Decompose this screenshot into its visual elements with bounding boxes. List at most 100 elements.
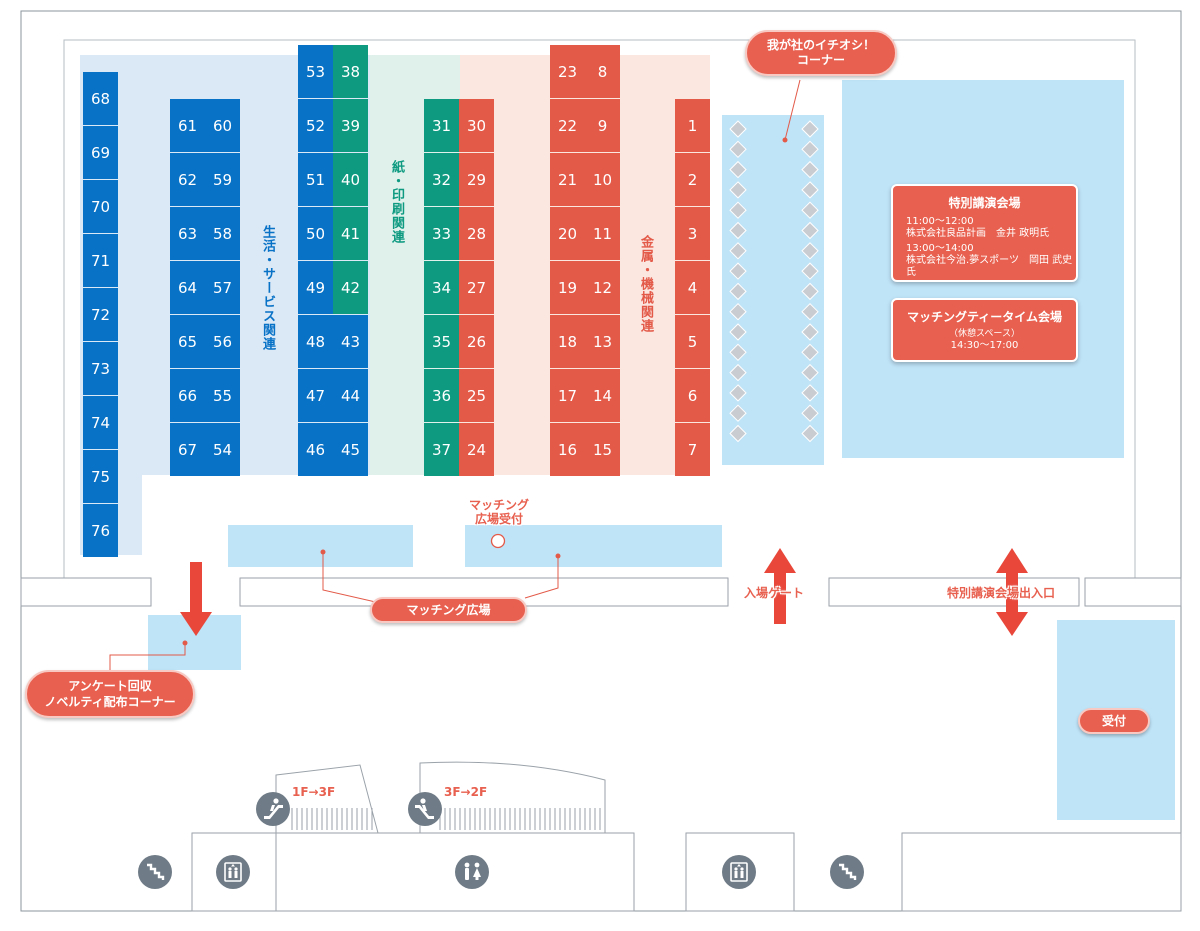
booth-57[interactable]: 57 (205, 261, 240, 314)
booth-50[interactable]: 50 (298, 207, 333, 260)
booth-67[interactable]: 67 (170, 423, 205, 476)
booth-4[interactable]: 4 (675, 261, 710, 314)
booth-48[interactable]: 48 (298, 315, 333, 368)
booth-19[interactable]: 19 (550, 261, 585, 314)
booth-35[interactable]: 35 (424, 315, 459, 368)
lecture-slot2-speaker: 株式会社今治.夢スポーツ 岡田 武史氏 (906, 255, 1073, 278)
matching-reception-label: マッチング 広場受付 (468, 498, 529, 526)
diamond-marker (801, 120, 819, 138)
booth-58[interactable]: 58 (205, 207, 240, 260)
diamond-marker (801, 201, 819, 219)
booth-65[interactable]: 65 (170, 315, 205, 368)
booth-14[interactable]: 14 (585, 369, 620, 422)
booth-46[interactable]: 46 (298, 423, 333, 476)
booth-72[interactable]: 72 (83, 288, 118, 341)
booth-34[interactable]: 34 (424, 261, 459, 314)
booth-7[interactable]: 7 (675, 423, 710, 476)
diamond-marker (801, 282, 819, 301)
booth-63[interactable]: 63 (170, 207, 205, 260)
escalator-left-label: 1F→3F (292, 785, 336, 799)
booth-47[interactable]: 47 (298, 369, 333, 422)
lecture-door-label: 特別講演会場出入口 (947, 586, 1056, 600)
booth-25[interactable]: 25 (459, 369, 494, 422)
booth-36[interactable]: 36 (424, 369, 459, 422)
booth-55[interactable]: 55 (205, 369, 240, 422)
recommend-corner-callout: 我が社のイチオシ！ コーナー (745, 30, 897, 76)
booth-42[interactable]: 42 (333, 261, 368, 314)
booth-66[interactable]: 66 (170, 369, 205, 422)
booth-64[interactable]: 64 (170, 261, 205, 314)
booth-8[interactable]: 8 (585, 45, 620, 98)
booth-12[interactable]: 12 (585, 261, 620, 314)
booth-56[interactable]: 56 (205, 315, 240, 368)
booth-2[interactable]: 2 (675, 153, 710, 206)
booth-30[interactable]: 30 (459, 99, 494, 152)
metal-machine-label: 金属・機械関連 (638, 235, 653, 333)
life-service-label: 生活・サービス関連 (260, 225, 275, 351)
booth-69[interactable]: 69 (83, 126, 118, 179)
booth-37[interactable]: 37 (424, 423, 459, 476)
diamond-marker (729, 363, 747, 382)
booth-60[interactable]: 60 (205, 99, 240, 152)
entrance-gate-label: 入場ゲート (744, 586, 805, 600)
booth-51[interactable]: 51 (298, 153, 333, 206)
booth-20[interactable]: 20 (550, 207, 585, 260)
booth-44[interactable]: 44 (333, 369, 368, 422)
booth-70[interactable]: 70 (83, 180, 118, 233)
booth-31[interactable]: 31 (424, 99, 459, 152)
booth-41[interactable]: 41 (333, 207, 368, 260)
booth-26[interactable]: 26 (459, 315, 494, 368)
booth-17[interactable]: 17 (550, 369, 585, 422)
booth-54[interactable]: 54 (205, 423, 240, 476)
booth-24[interactable]: 24 (459, 423, 494, 476)
booth-11[interactable]: 11 (585, 207, 620, 260)
booth-9[interactable]: 9 (585, 99, 620, 152)
booth-29[interactable]: 29 (459, 153, 494, 206)
diamond-marker (801, 262, 819, 280)
booth-76[interactable]: 76 (83, 504, 118, 557)
booth-49[interactable]: 49 (298, 261, 333, 314)
booth-71[interactable]: 71 (83, 234, 118, 287)
booth-23[interactable]: 23 (550, 45, 585, 98)
booth-52[interactable]: 52 (298, 99, 333, 152)
booth-5[interactable]: 5 (675, 315, 710, 368)
booth-53[interactable]: 53 (298, 45, 333, 98)
booth-3[interactable]: 3 (675, 207, 710, 260)
diamond-marker (801, 424, 819, 443)
booth-68[interactable]: 68 (83, 72, 118, 125)
booth-13[interactable]: 13 (585, 315, 620, 368)
lecture-slot1-time: 11:00〜12:00 (906, 216, 974, 227)
booth-43[interactable]: 43 (333, 315, 368, 368)
diamond-marker (729, 323, 747, 341)
booth-32[interactable]: 32 (424, 153, 459, 206)
booth-22[interactable]: 22 (550, 99, 585, 152)
booth-45[interactable]: 45 (333, 423, 368, 476)
booth-39[interactable]: 39 (333, 99, 368, 152)
paper-print-label: 紙・印刷関連 (389, 160, 404, 244)
matching-plaza-area-right (465, 525, 722, 567)
booth-74[interactable]: 74 (83, 396, 118, 449)
restroom-icon (455, 855, 489, 889)
booth-18[interactable]: 18 (550, 315, 585, 368)
booth-38[interactable]: 38 (333, 45, 368, 98)
booth-28[interactable]: 28 (459, 207, 494, 260)
booth-1[interactable]: 1 (675, 99, 710, 152)
booth-59[interactable]: 59 (205, 153, 240, 206)
booth-75[interactable]: 75 (83, 450, 118, 503)
escalator-down-icon (408, 792, 442, 826)
booth-10[interactable]: 10 (585, 153, 620, 206)
booth-15[interactable]: 15 (585, 423, 620, 476)
booth-73[interactable]: 73 (83, 342, 118, 395)
booth-33[interactable]: 33 (424, 207, 459, 260)
booth-21[interactable]: 21 (550, 153, 585, 206)
booth-61[interactable]: 61 (170, 99, 205, 152)
escalator-right-label: 3F→2F (444, 785, 488, 799)
booth-6[interactable]: 6 (675, 369, 710, 422)
booth-62[interactable]: 62 (170, 153, 205, 206)
booth-16[interactable]: 16 (550, 423, 585, 476)
booth-40[interactable]: 40 (333, 153, 368, 206)
booth-27[interactable]: 27 (459, 261, 494, 314)
